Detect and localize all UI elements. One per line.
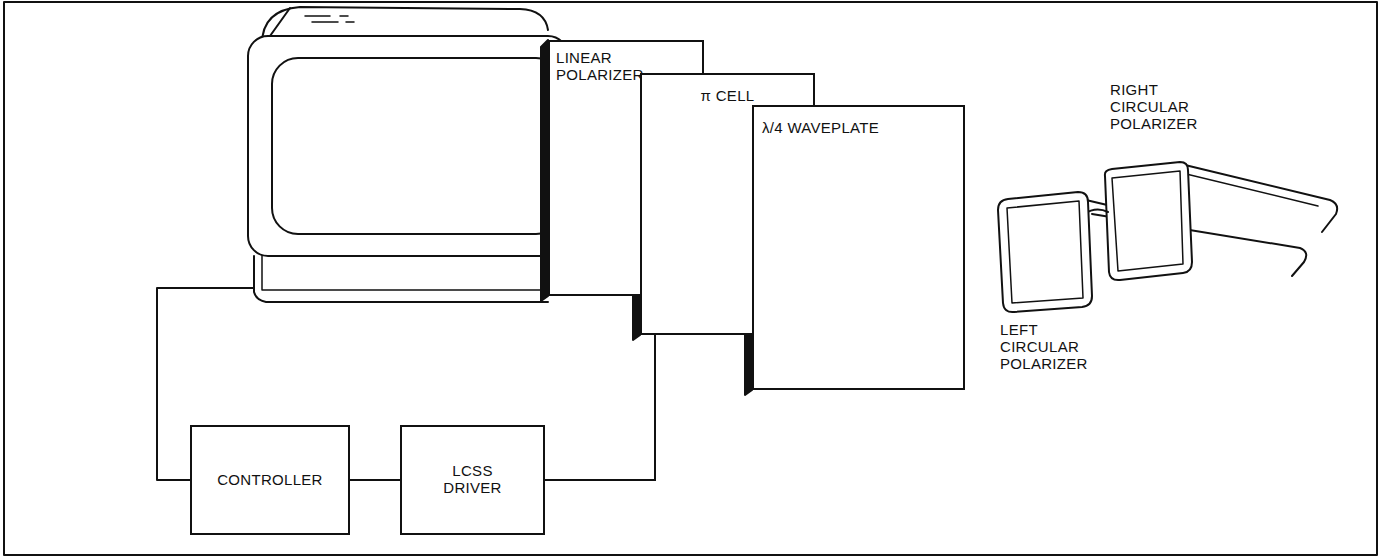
glasses-left-lens-inner [1007, 201, 1083, 303]
glasses-left-lens [998, 192, 1092, 312]
node-label: π CELL [701, 88, 755, 105]
wire-line [350, 479, 400, 481]
waveplate-panel: λ/4 WAVEPLATE [752, 105, 965, 390]
glasses-temple [1178, 172, 1318, 206]
monitor-bezel [248, 36, 568, 256]
glasses-label: RIGHT CIRCULAR POLARIZER [1110, 82, 1198, 132]
wire-connector [350, 480, 400, 481]
glasses-right-lens-inner [1112, 171, 1183, 271]
monitor-vent-lines [305, 16, 354, 22]
glasses-temple [1185, 165, 1337, 232]
glasses-right-lens [1105, 162, 1192, 280]
monitor-casing-edge [270, 8, 290, 36]
figure-frame [4, 2, 1377, 555]
glasses-label: LEFT CIRCULAR POLARIZER [1000, 322, 1088, 372]
node-label: LCSS DRIVER [443, 463, 501, 497]
wire-connector [545, 335, 655, 480]
driver-box: LCSS DRIVER [400, 425, 545, 535]
node-label: λ/4 WAVEPLATE [762, 120, 879, 137]
monitor-screen [272, 58, 562, 234]
wire-line [545, 335, 655, 480]
node-label: CONTROLLER [217, 472, 323, 489]
monitor-base-step [262, 256, 548, 290]
panel-edge [541, 40, 548, 301]
controller-box: CONTROLLER [190, 425, 350, 535]
monitor-base [254, 256, 548, 302]
